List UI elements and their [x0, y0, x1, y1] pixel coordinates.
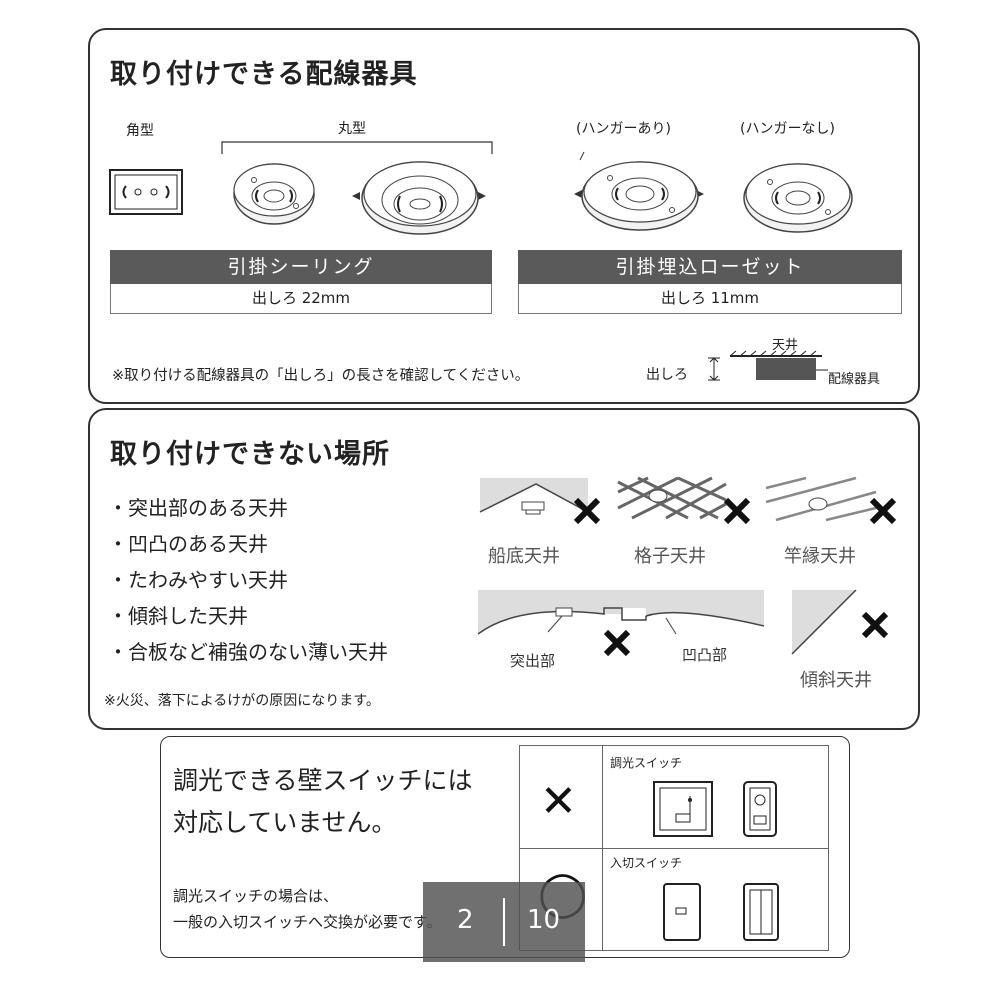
bullet-2: ・凹凸のある天井	[108, 532, 268, 556]
panel3-line1: 調光できる壁スイッチには	[173, 766, 473, 795]
uneven-ceiling-illustration	[477, 590, 765, 657]
dimmer-switch-label: 調光スイッチ	[610, 756, 683, 770]
rosette-without-hanger-icon	[743, 163, 853, 233]
panel2-note: ※火災、落下によるけがの原因になります。	[104, 693, 380, 709]
onoff-switch-icon	[663, 883, 779, 941]
label-marugata: 丸型	[338, 121, 366, 137]
panel3-line2: 対応していません。	[173, 808, 397, 837]
koshi-ceiling-illustration	[617, 476, 751, 525]
counter-current: 2	[457, 905, 474, 935]
panel2-title: 取り付けできない場所	[110, 439, 390, 470]
bar-umekomi-rosette: 引掛埋込ローゼット	[518, 250, 902, 284]
panel3-note1: 調光スイッチの場合は、	[173, 887, 339, 905]
label-keisha: 傾斜天井	[800, 670, 872, 691]
label-hanger-nashi: (ハンガーなし)	[740, 121, 835, 137]
diagram-dashiro-label: 出しろ	[646, 367, 688, 383]
panel-compatible-fixtures: 取り付けできる配線器具 角型 丸型 (ハンガーあり) (ハンガーなし)	[88, 28, 920, 404]
marugata-bracket	[221, 141, 493, 154]
diagram-tenjo-label: 天井	[772, 338, 799, 353]
label-kakugata: 角型	[126, 123, 154, 139]
label-saobuchi: 竿縁天井	[784, 546, 856, 567]
panel1-title: 取り付けできる配線器具	[110, 59, 418, 90]
mark-x: ✕	[540, 776, 577, 827]
saobuchi-ceiling-illustration	[765, 476, 897, 525]
label-hanger-ari: (ハンガーあり)	[576, 121, 671, 137]
kakugata-fixture-icon	[109, 169, 183, 215]
label-outotsu: 凹凸部	[682, 646, 728, 664]
bullet-4: ・傾斜した天井	[108, 604, 248, 628]
onoff-switch-label: 入切スイッチ	[610, 856, 683, 870]
image-counter-overlay: 2 10	[423, 882, 585, 962]
bullet-5: ・合板など補強のない薄い天井	[108, 640, 388, 664]
counter-divider	[503, 898, 505, 946]
funazoko-ceiling-illustration	[479, 478, 601, 525]
round-ceiling-fixture-small-icon	[233, 163, 315, 225]
panel1-note: ※取り付ける配線器具の「出しろ」の長さを確認してください。	[112, 368, 530, 384]
dimmer-switch-icon	[653, 781, 777, 837]
bar-hikkake-ceiling-sub: 出しろ 22mm	[110, 284, 492, 314]
round-ceiling-fixture-large-icon	[352, 161, 486, 235]
dashiro-diagram	[708, 350, 828, 381]
rosette-with-hanger-icon	[574, 151, 704, 231]
panel3-note2: 一般の入切スイッチへ交換が必要です。	[173, 913, 442, 931]
label-funazoko: 船底天井	[488, 546, 560, 567]
keisha-ceiling-illustration	[791, 589, 889, 655]
label-tosshutsu: 突出部	[510, 652, 556, 670]
bullet-3: ・たわみやすい天井	[108, 568, 288, 592]
bar-hikkake-ceiling: 引掛シーリング	[110, 250, 492, 284]
counter-total: 10	[527, 905, 561, 935]
bar-umekomi-rosette-sub: 出しろ 11mm	[518, 284, 902, 314]
diagram-haisen-label: 配線器具	[828, 372, 881, 387]
label-koshi: 格子天井	[634, 546, 706, 567]
panel-unsupported-locations: 取り付けできない場所 ・突出部のある天井 ・凹凸のある天井 ・たわみやすい天井 …	[88, 408, 920, 730]
bullet-1: ・突出部のある天井	[108, 496, 288, 520]
